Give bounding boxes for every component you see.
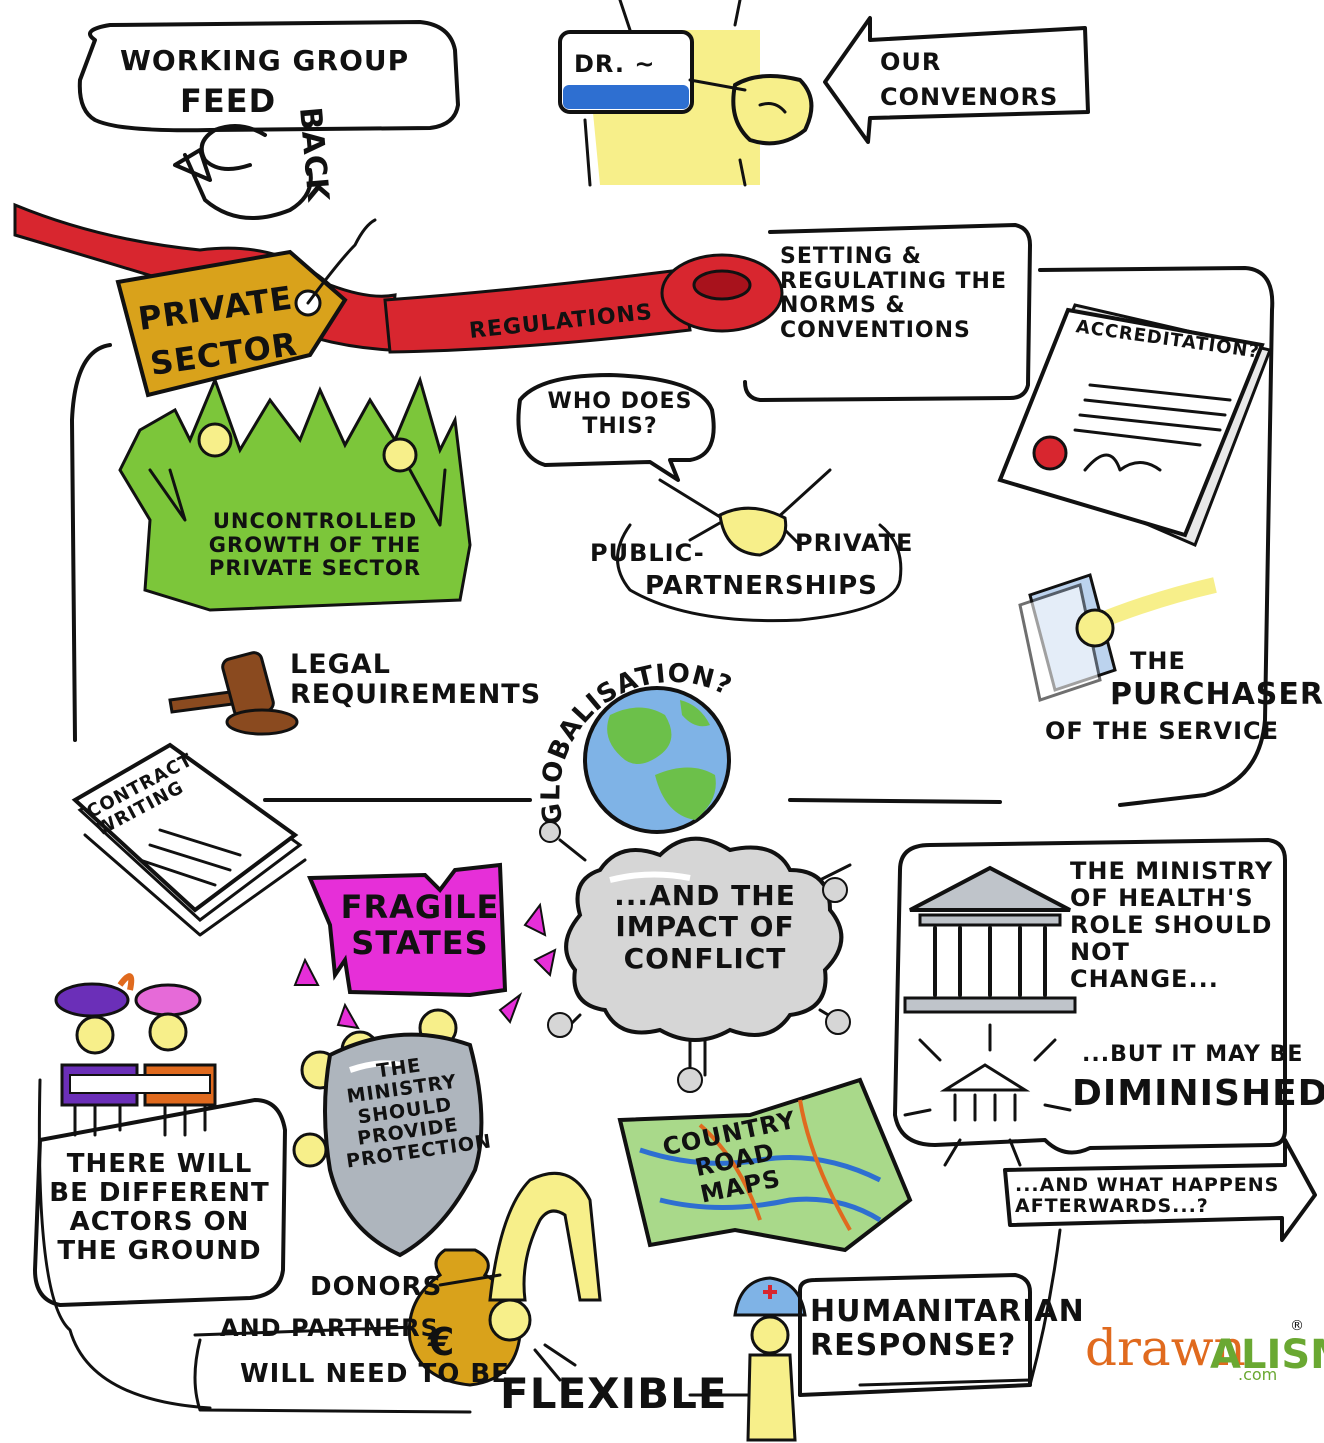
- afterwards-text: ...AND WHAT HAPPENS AFTERWARDS...?: [1015, 1174, 1280, 1218]
- conflict-label: ...AND THE IMPACT OF CONFLICT: [614, 879, 796, 975]
- purchaser-line1: THE: [1130, 647, 1186, 675]
- pointing-hand-icon: [688, 74, 814, 146]
- who-does-this-bubble: [516, 373, 716, 482]
- brand-name-a: drawn: [1085, 1319, 1246, 1377]
- gavel-icon: [168, 651, 299, 736]
- brand-suffix: .com: [1238, 1365, 1277, 1384]
- left-loop-line: [70, 343, 112, 742]
- money-bills-icon: [1018, 573, 1217, 702]
- setting-norms-text: SETTING & REGULATING THE NORMS & CONVENT…: [780, 244, 1007, 343]
- handshake-icon: [658, 468, 832, 557]
- donors-line3: WILL NEED TO BE: [240, 1359, 510, 1389]
- accreditation-certificate: [997, 303, 1273, 547]
- actors-text: THERE WILL BE DIFFERENT ACTORS ON THE GR…: [49, 1149, 270, 1267]
- humanitarian-box: [798, 1273, 1032, 1397]
- who-does-this-question: WHO DOES THIS?: [547, 389, 693, 439]
- ministry-role-text: THE MINISTRY OF HEALTH'S ROLE SHOULD NOT…: [1070, 857, 1274, 993]
- ppp-label-bottom: PARTNERSHIPS: [645, 571, 878, 601]
- afterwards-arrow: [1003, 1138, 1317, 1242]
- fragile-states-label: FRAGILE STATES: [340, 888, 500, 962]
- donors-line1: DONORS: [310, 1272, 443, 1302]
- donors-line2: AND PARTNERS: [220, 1314, 439, 1342]
- globe-icon: [583, 686, 731, 834]
- contract-papers-icon: [71, 742, 307, 937]
- brand-registered-mark: ®: [1290, 1318, 1304, 1334]
- flexible-label: FLEXIBLE: [500, 1369, 728, 1418]
- grass-illustration: [118, 375, 472, 612]
- ppp-label-left: PUBLIC-: [590, 539, 705, 567]
- purchaser-line2: PURCHASER: [1110, 677, 1324, 712]
- bending-figure-icon: [438, 1171, 602, 1382]
- middle-connector-line: [263, 798, 1002, 804]
- feedback-title: WORKING GROUP: [120, 44, 409, 77]
- feedback-word-feed: FEED: [180, 82, 276, 120]
- private-sector-tag: PRIVATE SECTOR: [115, 218, 377, 398]
- euro-symbol: €: [427, 1320, 454, 1364]
- road-map-icon: [617, 1077, 913, 1253]
- right-loop-line: [1038, 266, 1275, 807]
- diminished-line1: ...BUT IT MAY BE: [1082, 1042, 1304, 1067]
- humanitarian-worker-icon: [733, 1276, 807, 1442]
- fragile-states-box: [293, 862, 557, 1030]
- convenors-arrow: OUR CONVENORS: [823, 16, 1090, 144]
- name-badge: DR. ~: [558, 30, 694, 114]
- feedback-loop-arrow-icon: [173, 124, 313, 220]
- bottom-loop-line: [37, 1078, 1062, 1414]
- diminished-line2: DIMINISHED: [1072, 1073, 1324, 1114]
- partnerships-ellipse: [616, 523, 903, 623]
- brand-name-b: ALISM: [1210, 1332, 1324, 1378]
- convenors-line1: OUR: [880, 48, 941, 76]
- brand-logo: drawn ALISM .com ®: [1085, 1318, 1324, 1384]
- protection-shield: [292, 1008, 484, 1258]
- ministry-building-icon: [903, 865, 1077, 1014]
- conflict-cloud: [539, 821, 852, 1093]
- actors-box: [33, 1098, 287, 1307]
- grass-caption: UNCONTROLLED GROWTH OF THE PRIVATE SECTO…: [208, 509, 422, 581]
- purchaser-line3: OF THE SERVICE: [1045, 717, 1280, 745]
- ministry-role-box: [893, 838, 1287, 1155]
- feedback-speech-bubble: WORKING GROUP FEED BACK: [77, 20, 460, 205]
- humanitarian-text: HUMANITARIAN RESPONSE?: [810, 1294, 1085, 1363]
- setting-norms-box: [743, 223, 1032, 402]
- badge-text: DR. ~: [574, 50, 655, 78]
- small-building-burst-icon: [903, 1023, 1072, 1167]
- shield-text: THE MINISTRY SHOULD PROVIDE PROTECTION: [344, 1054, 494, 1173]
- feedback-word-back: BACK: [292, 106, 335, 205]
- actors-figures-icon: [54, 973, 217, 1137]
- ppp-label-right: PRIVATE: [795, 529, 914, 557]
- legal-requirements-label: LEGAL REQUIREMENTS: [290, 649, 542, 711]
- convenors-line2: CONVENORS: [880, 83, 1058, 111]
